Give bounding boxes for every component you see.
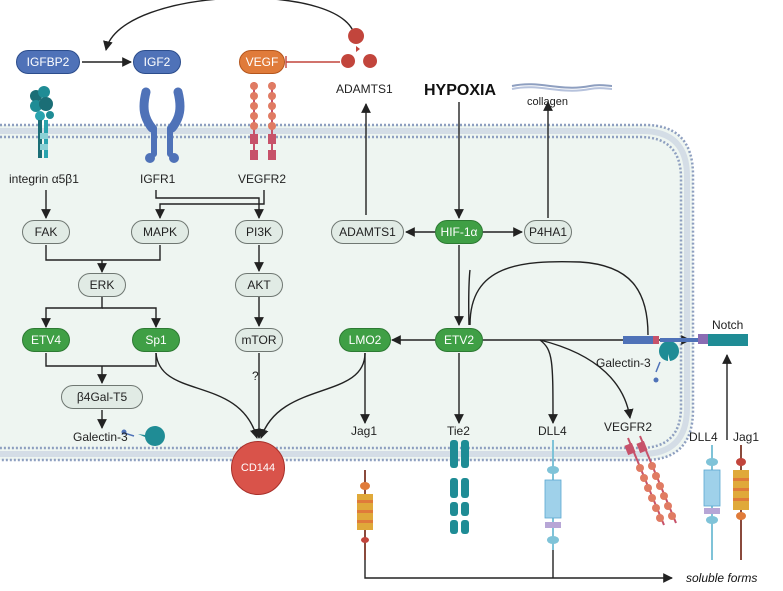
- inhibition-line: [285, 56, 340, 68]
- sp1-node: Sp1: [132, 328, 180, 352]
- etv4-node: ETV4: [22, 328, 70, 352]
- adamts1-node: ADAMTS1: [331, 220, 404, 244]
- pi3k-node: PI3K: [235, 220, 283, 244]
- integrin-icon: [30, 86, 54, 158]
- erk-node: ERK: [78, 273, 126, 297]
- lmo2-node: LMO2: [339, 328, 391, 352]
- connector-lines: [41, 0, 732, 583]
- jag1-ligand-icon: [733, 445, 749, 560]
- dll4-right-label: DLL4: [689, 430, 718, 444]
- hypoxia-label: HYPOXIA: [424, 82, 497, 99]
- tie2-label: Tie2: [447, 424, 470, 438]
- vegfr2-bottom-label: VEGFR2: [604, 420, 653, 434]
- mtor-node: mTOR: [235, 328, 283, 352]
- dll4-label: DLL4: [538, 424, 567, 438]
- galectin3-left-label: Galectin-3: [73, 430, 128, 444]
- etv2-node: ETV2: [435, 328, 483, 352]
- hif1a-node: HIF-1α: [435, 220, 483, 244]
- igfr1-receptor-icon: [139, 87, 185, 163]
- adamts1-top-label: ADAMTS1: [336, 82, 393, 96]
- dll4-ligand-icon: [703, 445, 721, 560]
- vegfr2-receptor-icon: [250, 82, 276, 160]
- collagen-fiber-icon: [511, 83, 613, 92]
- akt-node: AKT: [235, 273, 283, 297]
- p4ha1-node: P4HA1: [524, 220, 572, 244]
- notch-receptor-icon: [623, 334, 748, 346]
- vegf-node: VEGF: [239, 50, 285, 74]
- jag1-label: Jag1: [351, 424, 378, 438]
- vegfr2-top-label: VEGFR2: [238, 172, 287, 186]
- jag1-right-label: Jag1: [733, 430, 760, 444]
- galectin-3-icon: [653, 341, 679, 383]
- mapk-node: MAPK: [131, 220, 189, 244]
- integrin-label: integrin α5β1: [9, 172, 79, 186]
- tie2-receptor-icon: [450, 440, 469, 534]
- jag1-ligand-icon: [357, 470, 373, 560]
- b4galt5-node: β4Gal-T5: [61, 385, 143, 409]
- collagen-label: collagen: [527, 96, 568, 108]
- soluble-forms-label: soluble forms: [686, 571, 758, 585]
- cd144-node: CD144: [231, 441, 285, 495]
- cell-membrane: [0, 123, 695, 462]
- galectin-3-icon: [121, 425, 165, 446]
- galectin3-right-label: Galectin-3: [596, 356, 651, 370]
- igf2-node: IGF2: [133, 50, 181, 74]
- igfbp2-node: IGFBP2: [16, 50, 80, 74]
- question-mark: ?: [252, 369, 259, 383]
- vegfr2-receptor-icon: [624, 435, 677, 526]
- igfr1-label: IGFR1: [140, 172, 176, 186]
- notch-label: Notch: [712, 318, 744, 332]
- dll4-ligand-icon: [544, 440, 562, 550]
- fak-node: FAK: [22, 220, 70, 244]
- adamts1-enzyme-icon: [341, 28, 378, 68]
